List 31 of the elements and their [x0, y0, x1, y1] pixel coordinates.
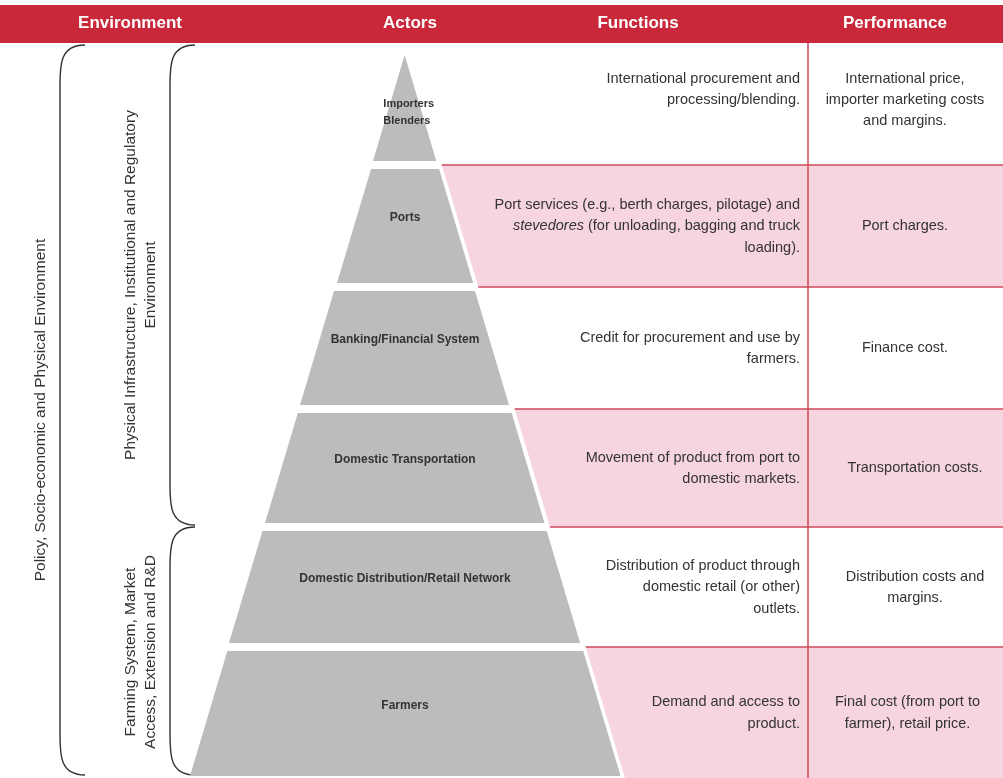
pyramid-tier: [300, 291, 510, 405]
performance-text: Port charges.: [860, 216, 950, 236]
performance-text: Final cost (from port to farmer), retail price.: [833, 692, 981, 733]
column-header: Environment: [77, 13, 183, 33]
column-header: Performance: [842, 13, 948, 33]
column-header: Functions: [596, 13, 680, 33]
actor-label: Domestic Distribution/Retail Network: [298, 570, 512, 587]
actor-label: Ports: [388, 209, 422, 226]
performance-text: Distribution costs and margins.: [844, 567, 986, 607]
actor-label: Domestic Transportation: [333, 451, 477, 468]
column-header: Actors: [382, 13, 438, 33]
performance-text: Finance cost.: [860, 338, 950, 358]
environment-label: Physical Infrastructure, Institutional and Regulatory Environment: [119, 110, 159, 460]
environment-label: Farming System, Market Access, Extension and R&D: [119, 554, 159, 751]
function-text: Distribution of product through domestic retail (or other) outlets.: [604, 556, 800, 618]
actor-label: Importers Blenders: [382, 96, 436, 128]
environment-label: Policy, Socio-economic and Physical Environment: [29, 237, 49, 584]
pyramid-tier: [229, 531, 581, 643]
performance-text: International price, importer marketing costs and margins.: [825, 69, 985, 131]
pyramid-tier: [265, 413, 545, 523]
function-text: Movement of product from port to domestic markets.: [584, 448, 800, 488]
function-text: Port services (e.g., berth charges, pilotage) and stevedores (for unloading, bagging and truck loading).: [493, 195, 800, 257]
function-text: International procurement and processing/blending.: [605, 69, 800, 109]
function-text: Credit for procurement and use by farmers.: [578, 328, 800, 368]
actor-label: Farmers: [380, 696, 430, 714]
performance-text: Transportation costs.: [846, 458, 984, 478]
pyramid-tier: [336, 169, 474, 283]
function-text: Demand and access to product.: [650, 692, 800, 733]
pyramid-tier: [189, 651, 621, 776]
pyramid-tier: [373, 55, 437, 161]
actor-label: Banking/Financial System: [329, 331, 481, 348]
